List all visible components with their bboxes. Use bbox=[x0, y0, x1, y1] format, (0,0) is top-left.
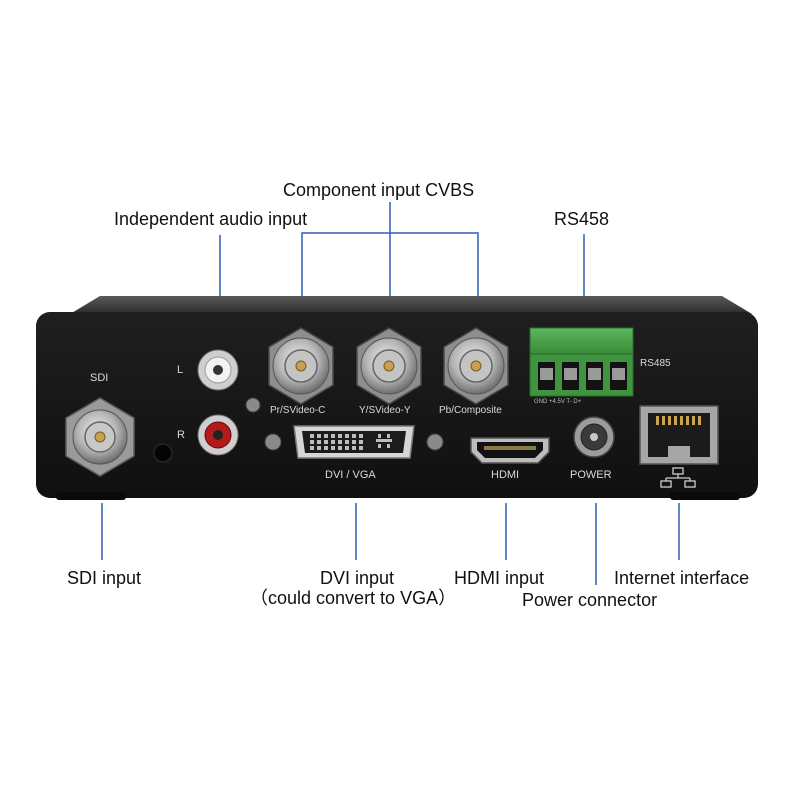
dvi-connector bbox=[264, 425, 444, 459]
screw-hole bbox=[153, 443, 173, 463]
callout-dvi-note: （could convert to VGA） bbox=[250, 588, 457, 608]
panel-label-audio-r: R bbox=[177, 429, 185, 441]
callout-power-connector: Power connector bbox=[522, 590, 658, 610]
rs485-terminal-block bbox=[529, 327, 634, 397]
panel-label-bnc-1: Pr/SVideo-C bbox=[270, 405, 326, 416]
device-foot-right bbox=[670, 492, 740, 500]
ethernet-port bbox=[639, 405, 719, 465]
audio-r-jack bbox=[197, 414, 239, 456]
network-icon bbox=[660, 467, 696, 488]
panel-label-sdi: SDI bbox=[90, 372, 109, 384]
panel-label-terminal-pins: GND +4.5V T- D+ bbox=[534, 399, 582, 405]
callout-independent-audio: Independent audio input bbox=[114, 209, 308, 229]
callout-sdi-input: SDI input bbox=[67, 568, 142, 588]
callout-component-cvbs: Component input CVBS bbox=[283, 180, 475, 200]
panel-label-bnc-3: Pb/Composite bbox=[439, 405, 502, 416]
panel-label-bnc-2: Y/SVideo-Y bbox=[359, 405, 411, 416]
panel-label-dvi-vga: DVI / VGA bbox=[325, 469, 376, 481]
callout-rs458: RS458 bbox=[554, 209, 610, 229]
power-jack bbox=[573, 416, 615, 458]
bnc-connector-y bbox=[356, 327, 422, 405]
device-top-face bbox=[70, 296, 752, 314]
panel-label-hdmi: HDMI bbox=[491, 469, 520, 481]
bnc-connector-pr bbox=[268, 327, 334, 405]
device-foot-left bbox=[56, 492, 126, 500]
sdi-bnc-connector bbox=[65, 397, 135, 477]
leader-component-bracket bbox=[301, 232, 479, 296]
audio-l-jack bbox=[197, 349, 239, 391]
callout-dvi-input: DVI input bbox=[320, 568, 395, 588]
leader-lines bbox=[101, 202, 680, 585]
panel-label-audio-l: L bbox=[177, 364, 184, 376]
panel-label-power: POWER bbox=[570, 469, 612, 481]
hdmi-connector bbox=[470, 437, 550, 464]
panel-label-rs485: RS485 bbox=[640, 358, 671, 369]
callout-internet-interface: Internet interface bbox=[614, 568, 750, 588]
bnc-connector-pb bbox=[443, 327, 509, 405]
callout-hdmi-input: HDMI input bbox=[454, 568, 545, 588]
screw-head bbox=[245, 397, 261, 413]
sdi-center-pin bbox=[94, 431, 106, 443]
